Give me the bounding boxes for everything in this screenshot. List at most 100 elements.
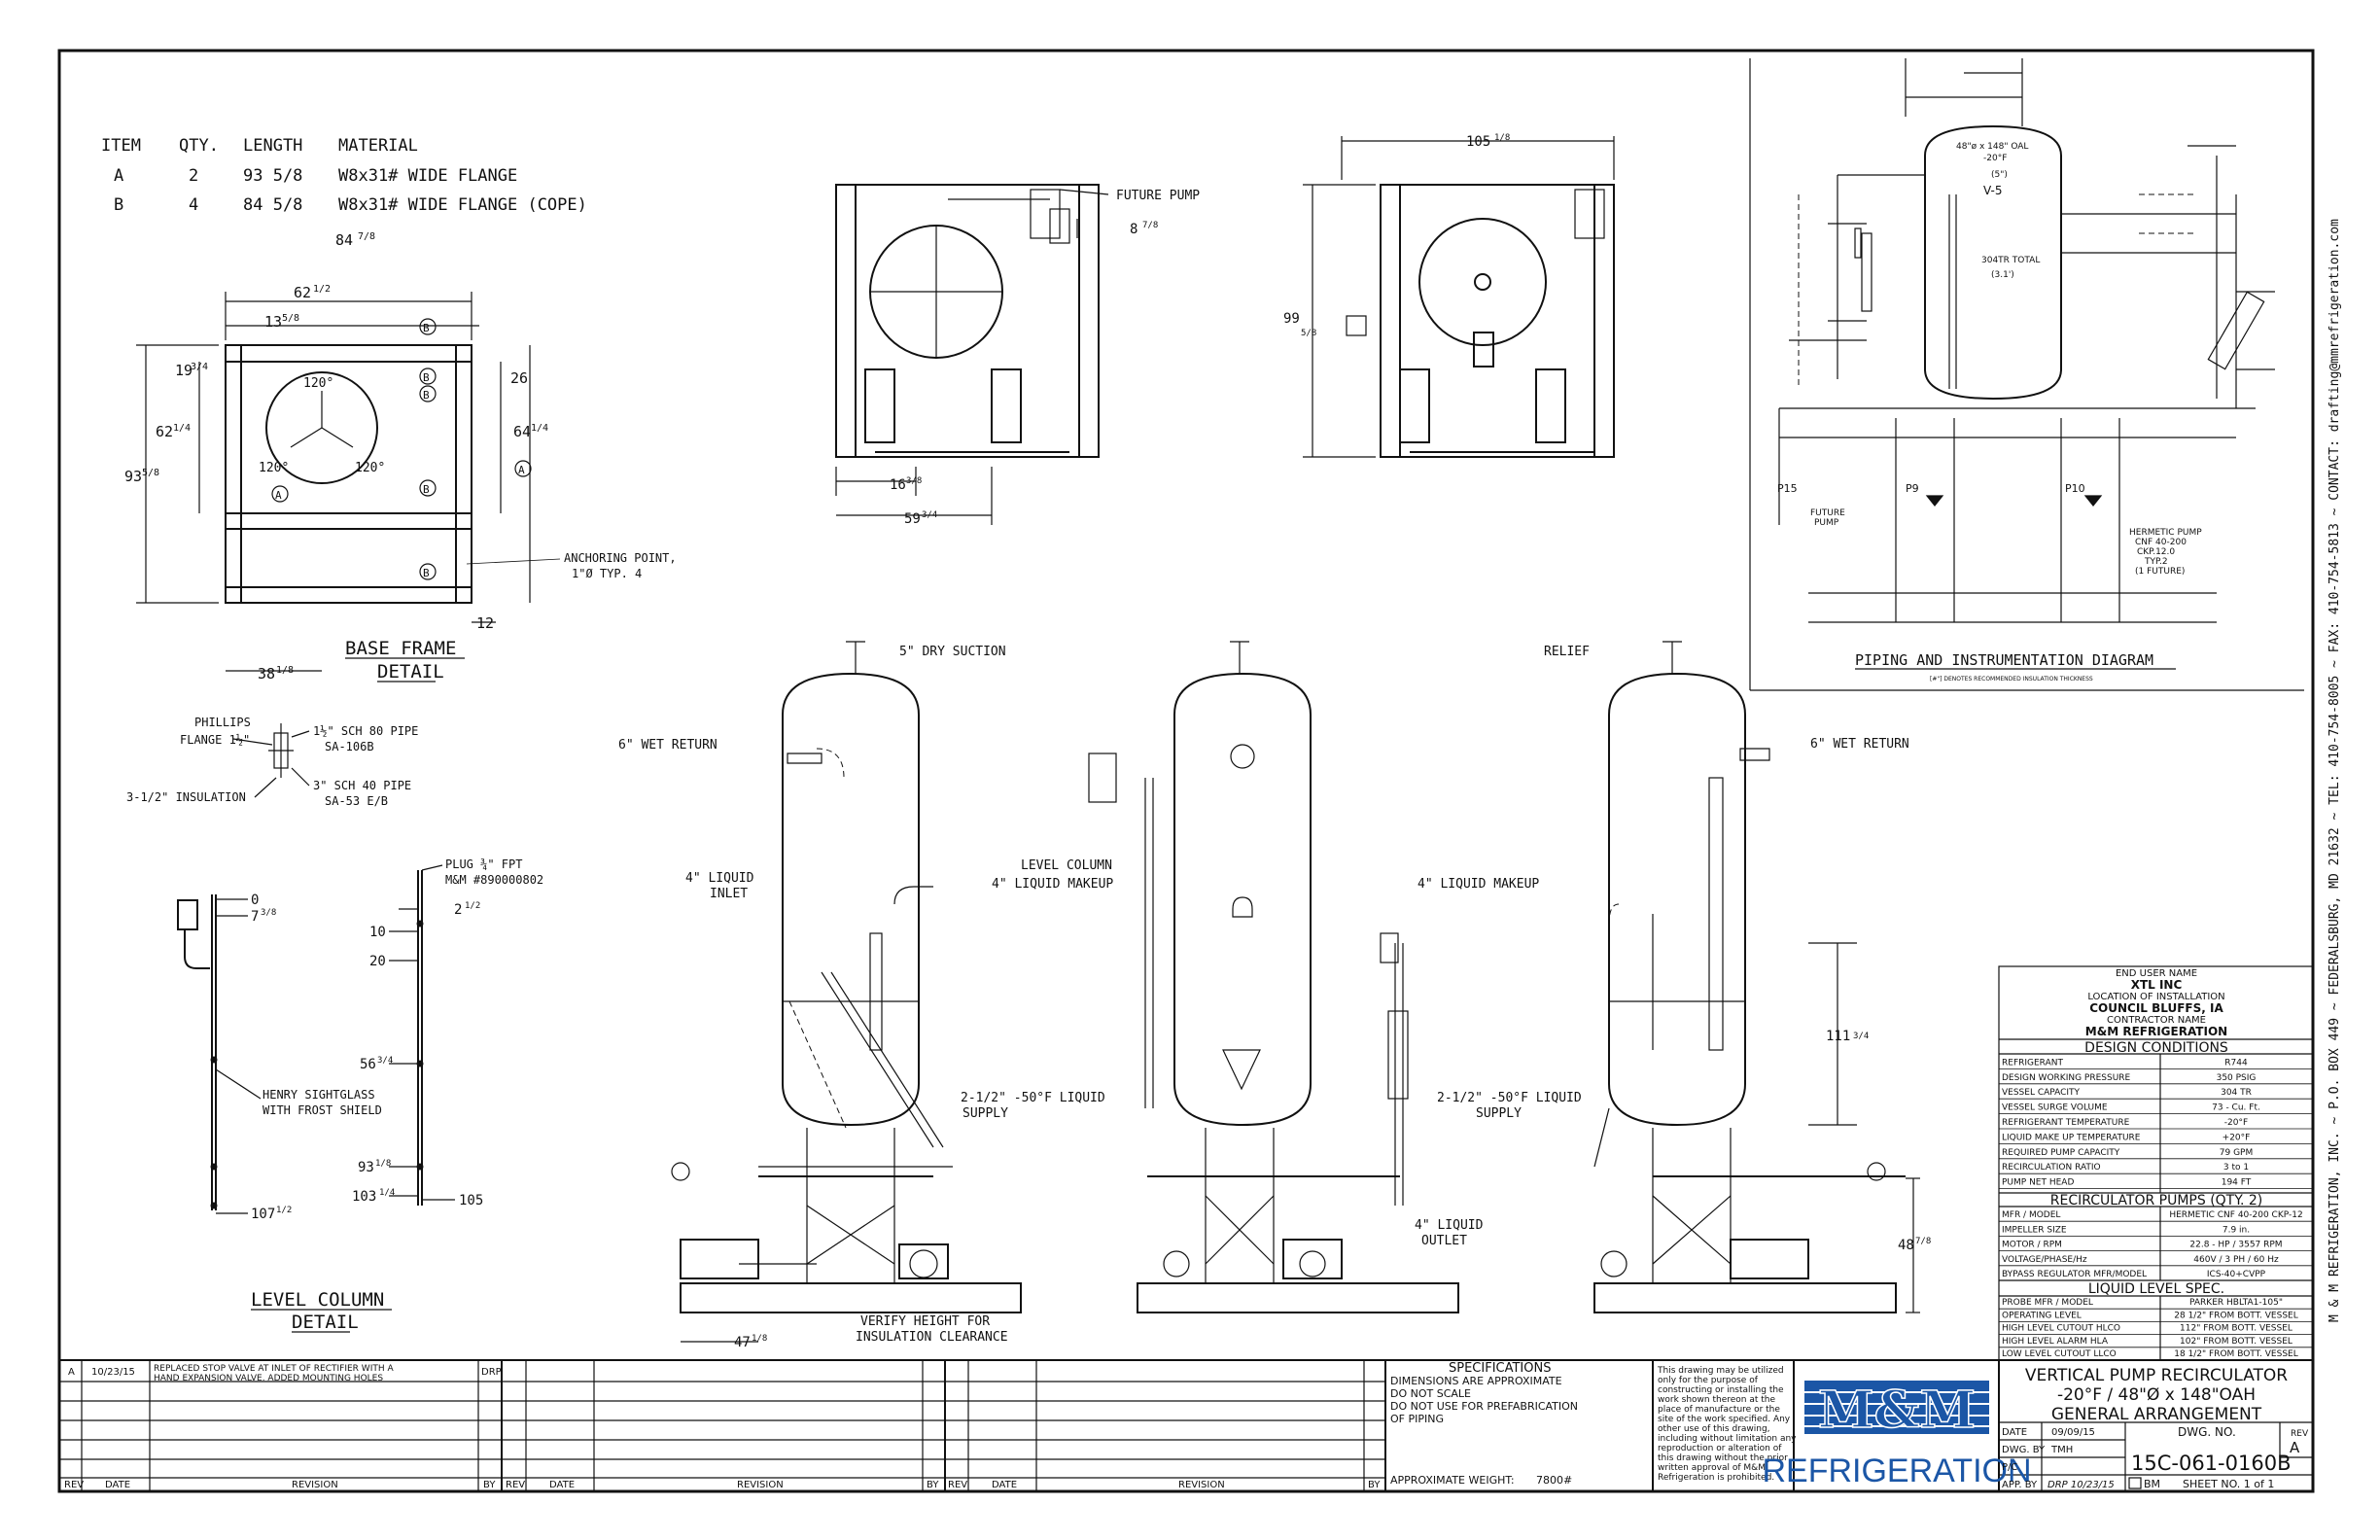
bubble-label: B <box>423 322 430 334</box>
disclaimer-line: this drawing without the prior <box>1658 1453 1788 1463</box>
level-column-detail: 0 7 3/8 107 1/2 2 1/2 10 20 56 3/4 93 1/… <box>177 858 543 1333</box>
rev-by: DRP <box>481 1367 502 1378</box>
front-label: 2-1/2" -50°F LIQUID <box>961 1091 1105 1105</box>
base-frame-detail: 84 7/8 62 1/2 13 5/8 19 3/4 62 1/4 93 5/… <box>124 231 677 682</box>
flange-label: SA-53 E/B <box>325 794 388 808</box>
level-mark: 2 <box>454 902 462 918</box>
dim-label: 8 <box>1130 222 1138 237</box>
rev-letter: A <box>68 1367 75 1378</box>
table-cell-value: 28 1/2" FROM BOTT. VESSEL <box>2174 1311 2298 1320</box>
material-cell: A <box>114 166 123 186</box>
rear-elevation: RELIEF 6" WET RETURN 4" LIQUID MAKEUP 2-… <box>1418 641 1931 1313</box>
table-cell-label: REQUIRED PUMP CAPACITY <box>2002 1148 2120 1158</box>
spec-line: DO NOT SCALE <box>1390 1387 1471 1400</box>
material-cell: W8x31# WIDE FLANGE (COPE) <box>338 195 587 215</box>
table-cell-label: VESSEL CAPACITY <box>2002 1088 2081 1098</box>
dim-label: 84 <box>335 231 353 249</box>
side-label: 4" LIQUID <box>1415 1218 1484 1233</box>
table-cell-value: 73 - Cu. Ft. <box>2212 1103 2260 1113</box>
anchor-note: 1"Ø TYP. 4 <box>572 567 642 580</box>
app-by-value: DRP 10/23/15 <box>2048 1480 2115 1490</box>
logo-top: M&M <box>1818 1381 1976 1440</box>
side-elevation: LEVEL COLUMN 4" LIQUID OUTLET <box>1021 641 1484 1313</box>
dim-frac: 7/8 <box>1142 221 1158 230</box>
table-cell-value: 3 to 1 <box>2223 1163 2249 1172</box>
front-label: INLET <box>710 887 748 901</box>
table-cell-label: MOTOR / RPM <box>2002 1241 2062 1250</box>
table-cell-label: PUMP NET HEAD <box>2002 1178 2074 1188</box>
table-cell-value: 102" FROM BOTT. VESSEL <box>2180 1337 2292 1347</box>
title-line-3: GENERAL ARRANGEMENT <box>2051 1405 2262 1424</box>
dim-label: 19 <box>175 362 192 379</box>
anchor-note: ANCHORING POINT, <box>564 551 677 565</box>
pid-vessel-label: 48"ø x 148" OAL <box>1956 142 2028 152</box>
pid-vessel-label: -20°F <box>1983 154 2007 163</box>
table-cell-value: -20°F <box>2224 1118 2248 1128</box>
level-column-title: LEVEL COLUMN <box>251 1289 384 1311</box>
dim-frac: 3/8 <box>906 476 922 486</box>
material-header-length: LENGTH <box>243 136 302 156</box>
callout-bubbles: B B B A B A B <box>271 318 532 580</box>
angle-label: 120° <box>259 461 289 475</box>
level-mark: 105 <box>459 1193 483 1208</box>
pid-pump-label: CKP.12.0 <box>2137 547 2175 557</box>
dwg-by-value: TMH <box>2050 1445 2073 1455</box>
design-conditions-title: DESIGN CONDITIONS <box>2084 1040 2228 1056</box>
level-mark: 56 <box>360 1057 376 1072</box>
material-header-material: MATERIAL <box>338 136 418 156</box>
table-cell-label: LIQUID MAKE UP TEMPERATURE <box>2002 1133 2141 1142</box>
revision-entry: A 10/23/15 REPLACED STOP VALVE AT INLET … <box>68 1364 502 1383</box>
table-cell-value: 18 1/2" FROM BOTT. VESSEL <box>2174 1349 2298 1359</box>
contractor-label: CONTRACTOR NAME <box>2107 1015 2206 1026</box>
pumps-title: RECIRCULATOR PUMPS (QTY. 2) <box>2050 1193 2262 1208</box>
dim-frac: 3/4 <box>191 362 208 372</box>
front-label: SUPPLY <box>962 1106 1008 1121</box>
date-value: 09/09/15 <box>2051 1427 2095 1438</box>
location-label: LOCATION OF INSTALLATION <box>2087 992 2224 1002</box>
pid-vessel-label: (3.1') <box>1991 270 2014 280</box>
rear-label: RELIEF <box>1544 645 1590 659</box>
disclaimer-line: including without limitation any <box>1658 1434 1797 1444</box>
dim-frac: 3/4 <box>922 510 937 520</box>
date-label: DATE <box>2002 1427 2027 1438</box>
rev-header: BY <box>483 1480 496 1490</box>
material-cell: 2 <box>189 166 198 186</box>
disclaimer-line: constructing or installing the <box>1658 1385 1784 1395</box>
spec-line: DIMENSIONS ARE APPROXIMATE <box>1390 1375 1562 1387</box>
rear-dim: 48 <box>1898 1238 1914 1253</box>
disclaimer-line: only for the purpose of <box>1658 1376 1759 1385</box>
bubble-label: B <box>423 389 430 402</box>
front-elevation: 5" DRY SUCTION 6" WET RETURN 4" LIQUID I… <box>618 641 1113 1350</box>
disclaimer-line: work shown thereon at the <box>1658 1395 1775 1405</box>
rev-header: REVISION <box>1178 1480 1225 1490</box>
front-label: 6" WET RETURN <box>618 738 718 752</box>
rev-header: REV <box>948 1480 967 1490</box>
pid-pump-label: CNF 40-200 <box>2135 538 2187 547</box>
table-cell-label: HIGH LEVEL CUTOUT HLCO <box>2002 1324 2120 1334</box>
dim-label: 93 <box>124 468 142 485</box>
dim-label: 26 <box>510 369 528 387</box>
front-label: INSULATION CLEARANCE <box>856 1330 1008 1345</box>
project-info: END USER NAME XTL INC LOCATION OF INSTAL… <box>1998 965 2314 1361</box>
table-cell-value: HERMETIC CNF 40-200 CKP-12 <box>2169 1210 2302 1220</box>
rev-header: REVISION <box>292 1480 338 1490</box>
bm-label: BM <box>2144 1478 2160 1490</box>
front-label: 4" LIQUID <box>685 871 754 886</box>
rear-label: SUPPLY <box>1476 1106 1522 1121</box>
rev-header: REV <box>506 1480 525 1490</box>
dim-label: 62 <box>294 284 311 301</box>
base-frame-title: BASE FRAME <box>345 638 456 659</box>
rev-header: DATE <box>549 1480 575 1490</box>
weight-value: 7800# <box>1536 1474 1572 1487</box>
table-cell-value: ICS-40+CVPP <box>2207 1270 2266 1279</box>
level-mark: 103 <box>352 1189 376 1205</box>
dwg-no-label: DWG. NO. <box>2178 1425 2236 1439</box>
table-cell-label: REFRIGERANT <box>2002 1058 2063 1068</box>
level-mark: 20 <box>369 954 386 969</box>
disclaimer-line: reproduction or alteration of <box>1658 1444 1782 1453</box>
bubble-label: B <box>423 567 430 579</box>
rev-label: REV <box>2291 1429 2309 1439</box>
table-cell-value: +20°F <box>2222 1133 2251 1142</box>
table-cell-value: 7.9 in. <box>2222 1225 2250 1235</box>
disclaimer-line: other use of this drawing, <box>1658 1424 1770 1434</box>
